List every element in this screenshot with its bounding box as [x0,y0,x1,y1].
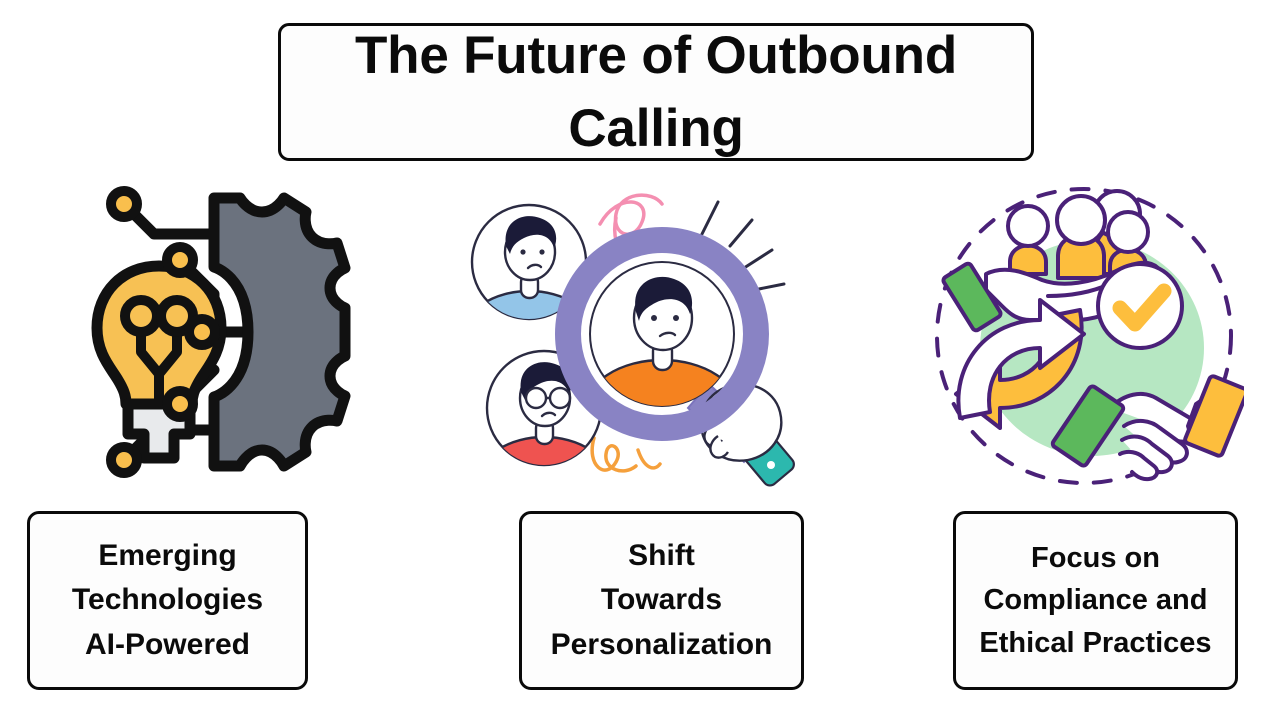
green-cuff-left [941,261,1003,333]
column-shift-personalization [450,178,830,508]
check-circle-icon [1096,262,1184,350]
magnifier-people-icon [466,184,816,494]
gear-shape [208,192,351,472]
three-people-icon [1006,189,1150,280]
caption-text-shift-personalization: Shift Towards Personalization [550,539,773,661]
caption-box-focus-compliance: Focus on Compliance and Ethical Practice… [953,511,1238,690]
column-focus-compliance [900,178,1280,508]
refresh-arrow-icon [954,298,1086,430]
squiggle-orange-icon [590,436,662,473]
compliance-handshake-icon [924,178,1244,498]
page-title: The Future of Outbound Calling [354,25,958,158]
handshake-icon [1050,374,1244,482]
glasses-icon [524,386,572,410]
title-box: The Future of Outbound Calling [278,23,1034,161]
caption-text-emerging-technologies: Emerging Technologies AI-Powered [71,539,264,661]
caption-box-emerging-technologies: Emerging Technologies AI-Powered [27,511,308,690]
lightbulb-gear-icon [62,182,362,482]
caption-box-shift-personalization: Shift Towards Personalization [519,511,804,690]
caption-text-focus-compliance: Focus on Compliance and Ethical Practice… [979,541,1212,659]
yellow-cuff-right [1183,374,1244,458]
magnifier-lens [555,227,769,441]
dashed-circle [935,187,1233,485]
green-cuff-right [1050,384,1126,468]
column-emerging-technologies [14,178,394,508]
